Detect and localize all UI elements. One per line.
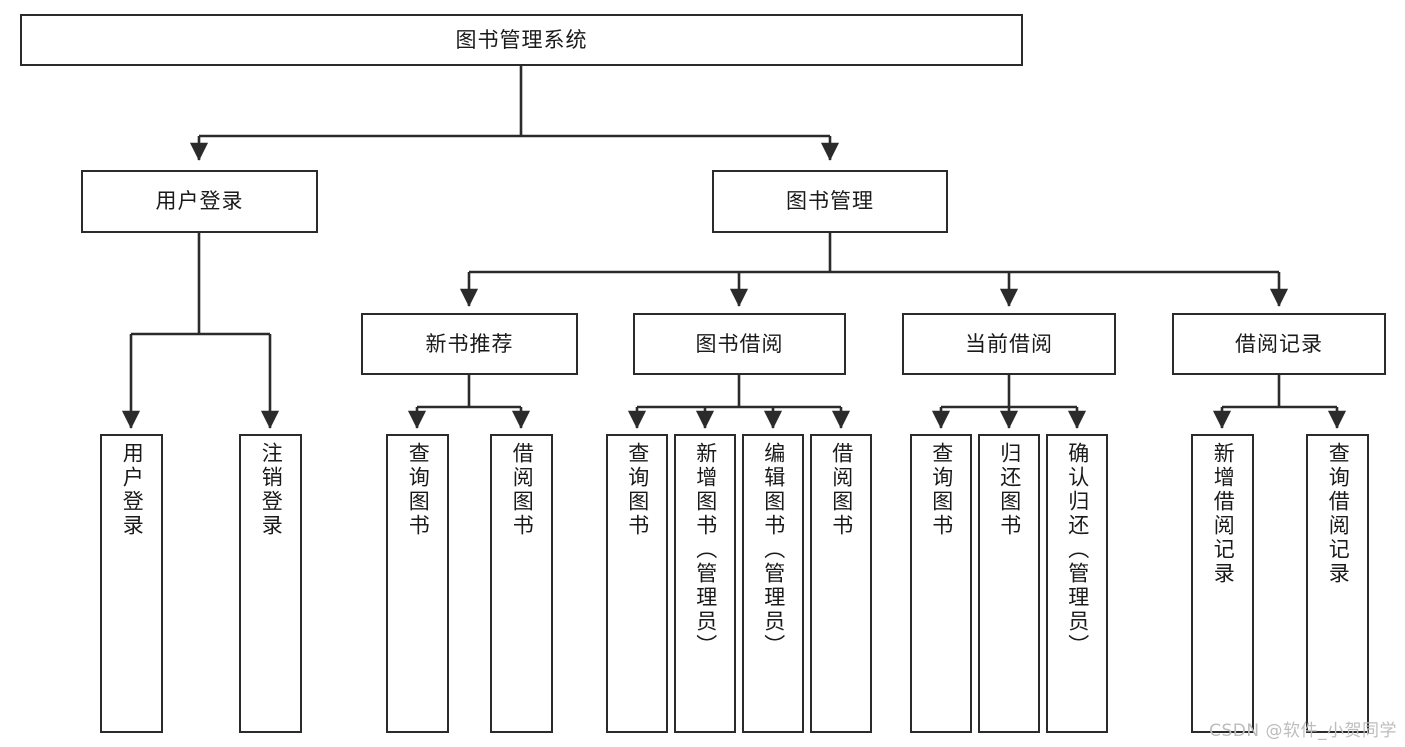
node-user-login-label: 用户登录 [155, 189, 244, 214]
node-current-borrow-label: 当前借阅 [965, 331, 1053, 356]
leaf-borrow-query-book[interactable]: 查询图书 [606, 434, 668, 733]
leaf-current-return-book[interactable]: 归还图书 [978, 434, 1040, 733]
leaf-user-login-label: 用户登录 [120, 442, 145, 538]
leaf-borrow-edit-book-admin[interactable]: 编辑图书（管理员） [742, 434, 804, 733]
leaf-borrow-edit-book-admin-label: 编辑图书（管理员） [761, 442, 786, 658]
leaf-borrow-borrow-book[interactable]: 借阅图书 [810, 434, 872, 733]
leaf-current-query-book[interactable]: 查询图书 [910, 434, 972, 733]
leaf-borrow-add-book-admin[interactable]: 新增图书（管理员） [674, 434, 736, 733]
leaf-recommend-borrow-book-label: 借阅图书 [510, 442, 535, 538]
node-new-book-recommend[interactable]: 新书推荐 [361, 313, 578, 375]
node-book-management-label: 图书管理 [786, 189, 874, 214]
leaf-record-add-record-label: 新增借阅记录 [1211, 442, 1236, 586]
node-user-login[interactable]: 用户登录 [81, 170, 318, 233]
node-new-book-recommend-label: 新书推荐 [425, 331, 514, 356]
leaf-record-add-record[interactable]: 新增借阅记录 [1191, 434, 1254, 733]
node-root-label: 图书管理系统 [455, 27, 588, 52]
leaf-borrow-query-book-label: 查询图书 [625, 442, 650, 538]
csdn-watermark: CSDN @软件_小贺同学 [1209, 721, 1397, 741]
leaf-borrow-add-book-admin-label: 新增图书（管理员） [693, 442, 718, 658]
leaf-current-query-book-label: 查询图书 [929, 442, 954, 538]
node-book-borrow-label: 图书借阅 [695, 331, 784, 356]
leaf-user-login[interactable]: 用户登录 [100, 434, 163, 733]
leaf-logout-label: 注销登录 [259, 442, 284, 538]
node-book-management[interactable]: 图书管理 [712, 170, 948, 233]
leaf-record-query-record-label: 查询借阅记录 [1326, 442, 1351, 586]
leaf-current-return-book-label: 归还图书 [997, 442, 1022, 538]
node-current-borrow[interactable]: 当前借阅 [902, 313, 1116, 375]
leaf-record-query-record[interactable]: 查询借阅记录 [1306, 434, 1369, 733]
leaf-recommend-query-book[interactable]: 查询图书 [386, 434, 449, 733]
leaf-borrow-borrow-book-label: 借阅图书 [829, 442, 854, 538]
node-borrow-record-label: 借阅记录 [1235, 331, 1323, 356]
leaf-recommend-query-book-label: 查询图书 [406, 442, 431, 538]
node-book-borrow[interactable]: 图书借阅 [633, 313, 846, 375]
node-borrow-record[interactable]: 借阅记录 [1172, 313, 1386, 375]
leaf-logout[interactable]: 注销登录 [239, 434, 302, 733]
node-root[interactable]: 图书管理系统 [20, 14, 1023, 66]
leaf-current-confirm-return-admin-label: 确认归还（管理员） [1065, 442, 1090, 658]
leaf-current-confirm-return-admin[interactable]: 确认归还（管理员） [1046, 434, 1108, 733]
leaf-recommend-borrow-book[interactable]: 借阅图书 [490, 434, 553, 733]
